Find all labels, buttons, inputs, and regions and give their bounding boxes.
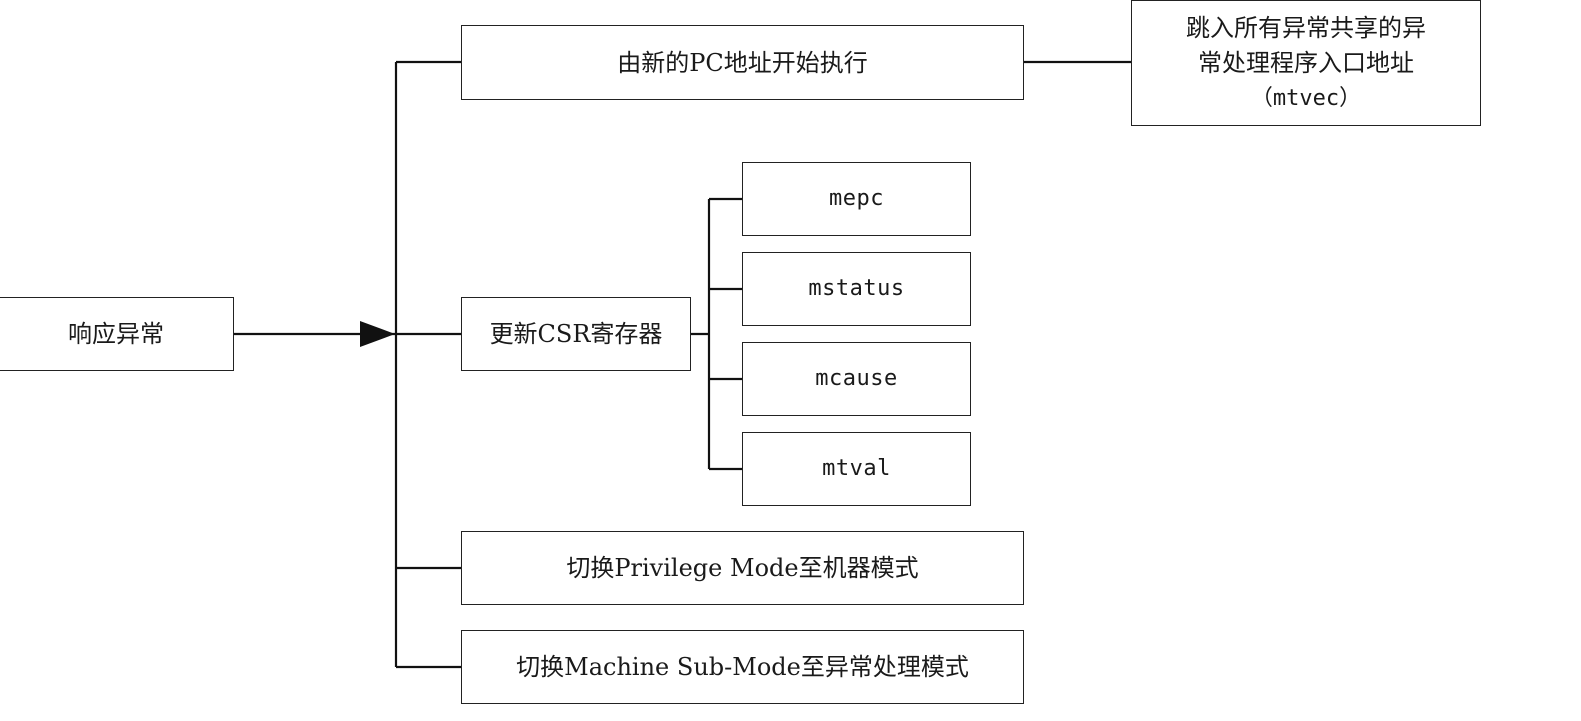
update-csr-box: 更新CSR寄存器 (461, 297, 691, 371)
csr-mcause-label: mcause (815, 366, 898, 391)
csr-mepc-label: mepc (829, 186, 884, 211)
csr-mtval-label: mtval (822, 456, 891, 481)
new-pc-label: 由新的PC地址开始执行 (617, 48, 868, 77)
jump-entry-box: 跳入所有异常共享的异 常处理程序入口地址 （mtvec） (1131, 0, 1481, 126)
csr-mepc-box: mepc (742, 162, 971, 236)
update-csr-label: 更新CSR寄存器 (489, 320, 663, 348)
jump-entry-line-2: 常处理程序入口地址 (1198, 48, 1414, 77)
csr-mcause-box: mcause (742, 342, 971, 416)
csr-mstatus-label: mstatus (808, 276, 905, 301)
switch-submode-label: 切换Machine Sub-Mode至异常处理模式 (516, 653, 969, 681)
csr-mtval-box: mtval (742, 432, 971, 506)
respond-exception-label: 响应异常 (68, 320, 164, 348)
csr-mstatus-box: mstatus (742, 252, 971, 326)
new-pc-box: 由新的PC地址开始执行 (461, 25, 1024, 100)
jump-entry-line-1: 跳入所有异常共享的异 (1186, 13, 1426, 42)
jump-entry-line-3: （mtvec） (1250, 85, 1362, 111)
switch-submode-box: 切换Machine Sub-Mode至异常处理模式 (461, 630, 1024, 704)
arrowhead (360, 321, 395, 347)
respond-exception-box: 响应异常 (0, 297, 234, 371)
switch-privilege-box: 切换Privilege Mode至机器模式 (461, 531, 1024, 605)
switch-privilege-label: 切换Privilege Mode至机器模式 (566, 554, 919, 582)
